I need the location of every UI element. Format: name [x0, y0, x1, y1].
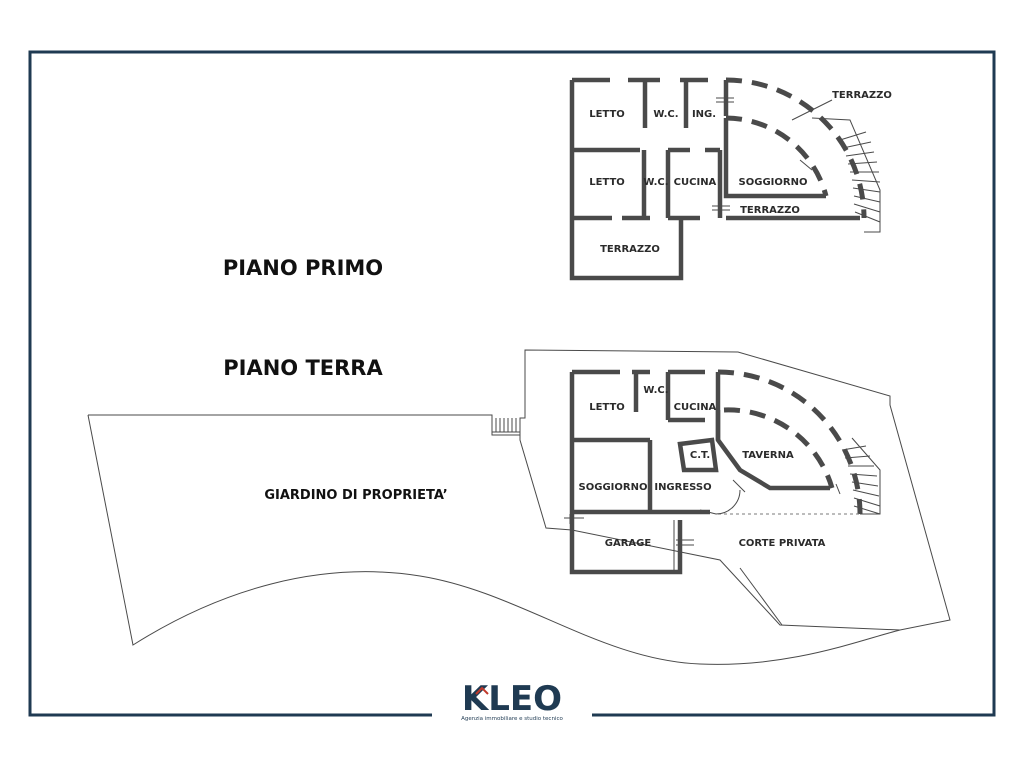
gf-room-ct: C.T.: [690, 450, 710, 461]
first-floor-title: PIANO PRIMO: [223, 256, 383, 280]
ground-floor-title: PIANO TERRA: [223, 356, 383, 380]
ff-room-ingresso: ING.: [692, 109, 716, 120]
first-floor-plan: [569, 77, 881, 281]
ff-room-terrazzo-small: TERRAZZO: [600, 244, 660, 255]
gf-room-ingresso: INGRESSO: [654, 482, 711, 493]
logo-house-icon: [475, 686, 489, 695]
ff-room-terrazzo-bottom: TERRAZZO: [740, 205, 800, 216]
kleo-logo: KLEO Agenzia immobiliare e studio tecnic…: [461, 679, 563, 722]
garden-label: GIARDINO DI PROPRIETA’: [264, 488, 447, 503]
ground-floor-stairs: [841, 445, 881, 515]
logo-tagline: Agenzia immobiliare e studio tecnico: [461, 716, 563, 722]
page-frame: [28, 50, 996, 717]
ff-room-letto-1: LETTO: [589, 109, 625, 120]
logo-brand: KLEO: [462, 679, 562, 719]
ff-room-wc-1: W.C.: [653, 109, 678, 120]
gf-room-soggiorno: SOGGIORNO: [579, 482, 648, 493]
ff-room-letto-2: LETTO: [589, 177, 625, 188]
ff-room-terrazzo-top: TERRAZZO: [832, 90, 892, 101]
gf-room-corte-privata: CORTE PRIVATA: [739, 538, 826, 549]
gf-room-garage: GARAGE: [605, 538, 652, 549]
gf-room-taverna: TAVERNA: [742, 450, 794, 461]
gf-room-letto: LETTO: [589, 402, 625, 413]
first-floor-stairs: [839, 131, 881, 223]
gf-room-cucina: CUCINA: [674, 402, 717, 413]
ff-room-soggiorno: SOGGIORNO: [739, 177, 808, 188]
ff-room-wc-2: W.C.: [643, 177, 668, 188]
property-boundary: [87, 349, 951, 665]
ff-room-cucina: CUCINA: [674, 177, 717, 188]
ground-floor-plan: [564, 369, 881, 575]
gf-room-wc: W.C.: [643, 385, 668, 396]
